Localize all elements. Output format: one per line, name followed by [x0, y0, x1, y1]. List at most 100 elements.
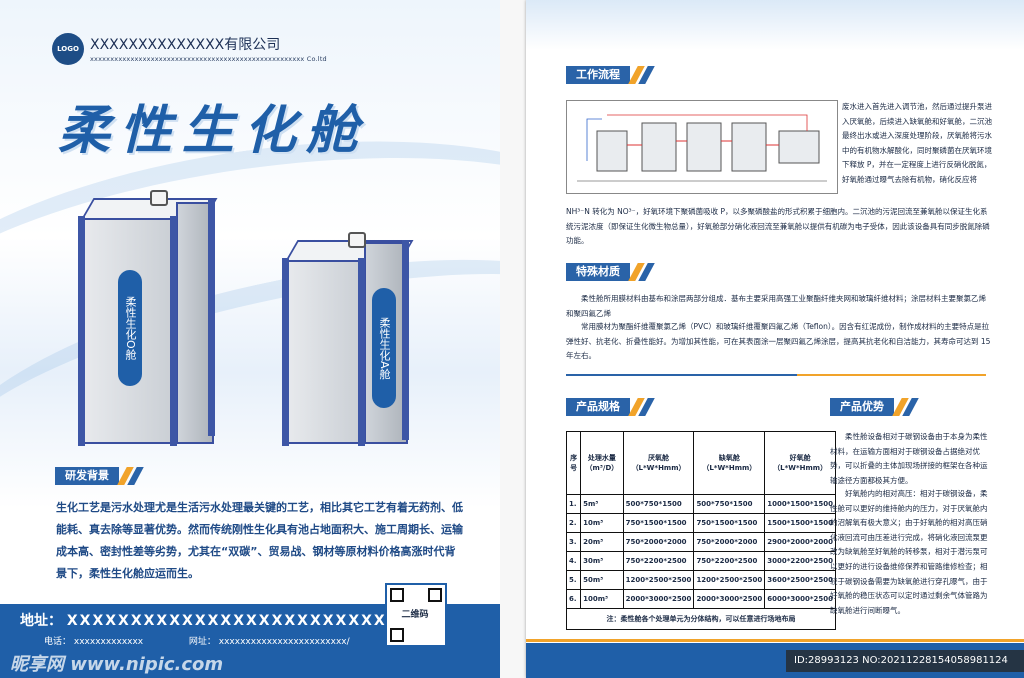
tank-a-label: 柔性生化A舱 [372, 288, 396, 408]
table-header-cell: 缺氧舱（L*W*Hmm） [693, 431, 766, 495]
table-cell: 1500*1500*1500 [764, 513, 836, 533]
table-cell: 20m³ [580, 532, 624, 552]
address-label: 地址： [20, 613, 62, 629]
tank-frame-post [208, 200, 215, 436]
table-cell: 750*1500*1500 [693, 513, 766, 533]
table-cell: 5m³ [580, 494, 624, 514]
phone-value: xxxxxxxxxxxxx [73, 637, 144, 647]
address-line: 地址： XXXXXXXXXXXXXXXXXXXXXXXXX [20, 610, 387, 630]
table-row: 2. 10m³ 750*1500*1500 750*1500*1500 1500… [565, 513, 836, 533]
company-logo: LOGO [52, 33, 84, 65]
tank-fitting [150, 190, 168, 206]
table-cell: 1200*2500*2500 [693, 570, 766, 590]
tank-side [176, 202, 214, 444]
table-row: 3. 20m³ 750*2000*2000 750*2000*2000 2900… [565, 532, 836, 552]
company-name-en: xxxxxxxxxxxxxxxxxxxxxxxxxxxxxxxxxxxxxxxx… [90, 55, 327, 63]
tank-frame-post [78, 216, 85, 446]
table-header-cell: 好氧舱（L*W*Hmm） [764, 431, 836, 495]
section-title: 工作流程 [566, 66, 630, 84]
tank-fitting [348, 232, 366, 248]
process-flow-diagram [566, 100, 838, 194]
front-page: LOGO XXXXXXXXXXXXXX有限公司 xxxxxxxxxxxxxxxx… [0, 0, 500, 678]
table-cell: 2900*2000*2000 [764, 532, 836, 552]
back-page: 工作流程 废水进入首先进入调节池，然后通过提升泵进入厌氧舱，后续进入缺氧舱和好氧… [526, 0, 1024, 678]
qr-finder [390, 588, 404, 602]
phone-label: 电话： [44, 637, 72, 647]
advantage-paragraph-1: 柔性舱设备相对于碳钢设备由于本身为柔性材料，在运输方面相对于碳钢设备占据绝对优势… [830, 432, 988, 485]
top-gradient [526, 0, 1024, 50]
web-label: 网址： [188, 637, 216, 647]
company-name: XXXXXXXXXXXXXX有限公司 [90, 37, 281, 53]
table-header-cell: 处理水量（m³/D） [580, 431, 624, 495]
web-value: xxxxxxxxxxxxxxxxxxxxxxxx/ [218, 637, 350, 647]
tank-o-label: 柔性生化O舱 [118, 270, 142, 386]
image-id-bar: ID:28993123 NO:20211228154058981124 [786, 650, 1024, 672]
tank-a-illustration: 柔性生化A舱 [282, 232, 414, 450]
table-cell: 750*2200*2500 [693, 551, 766, 571]
tank-frame-post [170, 216, 177, 446]
qr-finder [390, 628, 404, 642]
section-tag-material: 特殊材质 [566, 263, 655, 281]
table-cell: 1200*2500*2500 [622, 570, 695, 590]
tank-frame-post [402, 240, 409, 440]
section-tag-advantage: 产品优势 [830, 398, 919, 416]
section-tag-spec: 产品规格 [566, 398, 655, 416]
footer-accent-stripe [526, 639, 1024, 642]
table-header-row: 序号 处理水量（m³/D） 厌氧舱（L*W*Hmm） 缺氧舱（L*W*Hmm） … [565, 431, 836, 495]
tank-front [282, 260, 366, 444]
table-cell: 100m³ [580, 589, 624, 609]
table-cell: 2000*3000*2500 [622, 589, 695, 609]
table-cell: 3. [565, 532, 582, 552]
section-title: 产品规格 [566, 398, 630, 416]
contact-line: 电话： xxxxxxxxxxxxx 网址： xxxxxxxxxxxxxxxxxx… [44, 634, 350, 647]
flow-paragraph-1: 废水进入首先进入调节池，然后通过提升泵进入厌氧舱，后续进入缺氧舱和好氧舱，二沉池… [842, 102, 992, 184]
table-cell: 750*2000*2000 [693, 532, 766, 552]
table-cell: 750*2200*2500 [622, 551, 695, 571]
table-row: 4. 30m³ 750*2200*2500 750*2200*2500 3000… [565, 551, 836, 571]
table-cell: 10m³ [580, 513, 624, 533]
table-row: 6. 100m³ 2000*3000*2500 2000*3000*2500 6… [565, 589, 836, 609]
table-cell: 1000*1500*1500 [764, 494, 836, 514]
table-cell: 6. [565, 589, 582, 609]
table-cell: 3600*2500*2500 [764, 570, 836, 590]
table-cell: 6000*3000*2500 [764, 589, 836, 609]
table-row: 5. 50m³ 1200*2500*2500 1200*2500*2500 36… [565, 570, 836, 590]
qr-code: 二维码 [385, 583, 447, 647]
table-cell: 750*1500*1500 [622, 513, 695, 533]
table-header-cell: 厌氧舱（L*W*Hmm） [622, 431, 695, 495]
table-note-row: 注：柔性舱各个处理单元为分体结构，可以任意进行场地布局 [566, 608, 836, 630]
section-title: 研发背景 [55, 467, 119, 485]
table-cell: 2. [565, 513, 582, 533]
table-cell: 30m³ [580, 551, 624, 571]
process-diagram-drawing [577, 114, 827, 182]
page-gutter [500, 0, 526, 678]
tank-frame-post [358, 258, 365, 446]
advantage-paragraph-2: 好氧舱内的相对高压：相对于碳钢设备，柔性舱可以更好的维持舱内的压力，对于厌氧舱内… [830, 489, 988, 615]
section-title: 产品优势 [830, 398, 894, 416]
table-cell: 50m³ [580, 570, 624, 590]
material-paragraph-2: 常用膜材为聚酯纤维覆聚氯乙烯（PVC）和玻璃纤维覆聚四氟乙烯（Teflon）。因… [566, 322, 991, 361]
flow-paragraph-2: NH³⁻N 转化为 NO³⁻，好氧环境下聚磷菌吸收 P，以多聚磷酸盐的形式积累于… [566, 207, 990, 246]
page-title: 柔性生化舱 [58, 101, 369, 161]
table-cell: 4. [565, 551, 582, 571]
address-value: XXXXXXXXXXXXXXXXXXXXXXXXX [66, 613, 387, 629]
table-row: 1. 5m³ 500*750*1500 500*750*1500 1000*15… [565, 494, 836, 514]
section-tag-background: 研发背景 [55, 467, 144, 485]
qr-finder [428, 588, 442, 602]
spec-table: 序号 处理水量（m³/D） 厌氧舱（L*W*Hmm） 缺氧舱（L*W*Hmm） … [565, 431, 836, 630]
table-cell: 5. [565, 570, 582, 590]
table-cell: 1. [565, 494, 582, 514]
tank-o-illustration: 柔性生化O舱 [78, 190, 218, 452]
table-cell: 2000*3000*2500 [693, 589, 766, 609]
background-paragraph: 生化工艺是污水处理尤是生活污水处理最关键的工艺，相比其它工艺有着无药剂、低能耗、… [56, 501, 463, 580]
table-note: 注：柔性舱各个处理单元为分体结构，可以任意进行场地布局 [566, 608, 836, 630]
table-cell: 750*2000*2000 [622, 532, 695, 552]
section-tag-flow: 工作流程 [566, 66, 655, 84]
table-cell: 3000*2200*2500 [764, 551, 836, 571]
watermark: 昵享网 www.nipic.com [10, 654, 224, 675]
tank-frame-post [282, 258, 289, 446]
section-divider [566, 374, 986, 376]
table-cell: 500*750*1500 [622, 494, 695, 514]
qr-label: 二维码 [401, 610, 429, 620]
table-header-cell: 序号 [565, 431, 582, 495]
